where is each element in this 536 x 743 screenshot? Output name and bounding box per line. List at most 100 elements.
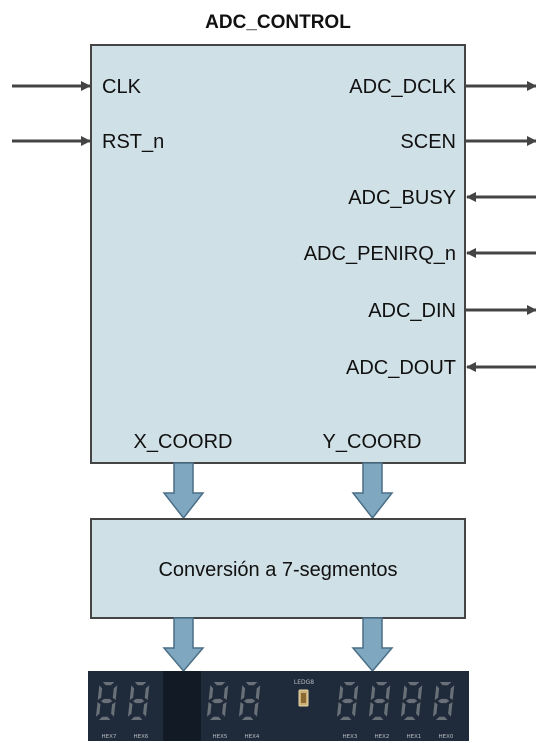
segment-d	[435, 716, 448, 720]
segment-a	[375, 682, 388, 686]
adc-dout-port: ADC_DOUT	[346, 357, 536, 379]
segment-b	[255, 685, 261, 700]
segment-b	[417, 685, 423, 700]
seven-segment-display-board: HEX7 HEX6 HEX5 HEX4 HEX3 HEX2 HEX1 HEX0 LEDG8	[88, 671, 469, 741]
segment-f	[338, 685, 344, 700]
seven-segment-digit	[432, 682, 455, 720]
seven-segment-digits: HEX7 HEX6 HEX5 HEX4 HEX3 HEX2 HEX1 HEX0	[95, 682, 455, 740]
adc-control-block	[90, 44, 466, 464]
seven-segment-digit	[238, 682, 261, 720]
seven-segment-digit	[206, 682, 229, 720]
segment-e	[238, 702, 244, 717]
x-coord-block-arrow	[162, 462, 205, 520]
segment-c	[222, 702, 227, 717]
digit-label: HEX2	[375, 734, 390, 740]
segment-b	[144, 685, 150, 700]
segment-g	[373, 698, 386, 704]
segment-e	[432, 702, 438, 717]
segment-c	[143, 702, 148, 717]
segment-e	[95, 702, 101, 717]
scen-port: SCEN	[400, 131, 536, 153]
segment-a	[439, 682, 452, 686]
segment-d	[241, 716, 254, 720]
ledg8-indicator: LEDG8	[294, 679, 314, 707]
segment-e	[206, 702, 212, 717]
digit-label: HEX7	[102, 734, 117, 740]
adc-penirq-n-port: ADC_PENIRQ_n	[304, 243, 536, 265]
clk-port: CLK	[12, 76, 142, 98]
segment-d	[98, 716, 111, 720]
scen-label: SCEN	[400, 131, 456, 153]
rst-n-label: RST_n	[102, 131, 164, 153]
digit-label: HEX6	[134, 734, 149, 740]
segment-d	[403, 716, 416, 720]
display-board-background	[88, 671, 469, 741]
segment-a	[213, 682, 226, 686]
adc-dclk-label: ADC_DCLK	[349, 76, 456, 98]
segment-g	[243, 698, 256, 704]
segment-e	[336, 702, 342, 717]
adc-penirq-n-label: ADC_PENIRQ_n	[304, 243, 456, 265]
segment-e	[127, 702, 133, 717]
segment-c	[448, 702, 453, 717]
segment-g	[341, 698, 354, 704]
y-coord-block-arrow	[351, 462, 394, 520]
diagram-title: ADC_CONTROL	[205, 12, 351, 33]
segment-f	[240, 685, 246, 700]
segment-c	[416, 702, 421, 717]
segment-e	[400, 702, 406, 717]
segment-f	[97, 685, 103, 700]
ledg8-label: LEDG8	[294, 679, 314, 686]
ledg8-led-inner	[301, 693, 306, 703]
seven-segment-digit	[400, 682, 423, 720]
segment-a	[245, 682, 258, 686]
segment-b	[385, 685, 391, 700]
segment-a	[407, 682, 420, 686]
adc-dout-label: ADC_DOUT	[346, 357, 456, 379]
x-display-block-arrow	[162, 617, 205, 673]
segment-f	[370, 685, 376, 700]
digit-label: HEX1	[407, 734, 422, 740]
rst-n-port: RST_n	[12, 131, 164, 153]
segment-b	[223, 685, 229, 700]
segment-e	[368, 702, 374, 717]
adc-dclk-port: ADC_DCLK	[349, 76, 536, 98]
segment-a	[102, 682, 115, 686]
segment-g	[437, 698, 450, 704]
segment-d	[339, 716, 352, 720]
segment-a	[343, 682, 356, 686]
adc-busy-port: ADC_BUSY	[348, 187, 536, 209]
segment-c	[254, 702, 259, 717]
seven-segment-digit	[336, 682, 359, 720]
segment-f	[402, 685, 408, 700]
digit-label: HEX5	[213, 734, 228, 740]
adc-busy-label: ADC_BUSY	[348, 187, 456, 209]
segment-b	[353, 685, 359, 700]
segment-g	[211, 698, 224, 704]
segment-f	[434, 685, 440, 700]
y-display-block-arrow	[351, 617, 394, 673]
segment-d	[371, 716, 384, 720]
adc-din-label: ADC_DIN	[368, 300, 456, 322]
x-coord-label: X_COORD	[134, 431, 233, 453]
segment-c	[384, 702, 389, 717]
segment-c	[111, 702, 116, 717]
segment-f	[129, 685, 135, 700]
digit-label: HEX0	[439, 734, 454, 740]
digit-label: HEX4	[245, 734, 260, 740]
segment-g	[405, 698, 418, 704]
converter-label: Conversión a 7-segmentos	[158, 559, 397, 581]
digit-label: HEX3	[343, 734, 358, 740]
y-coord-label: Y_COORD	[323, 431, 422, 453]
segment-a	[134, 682, 147, 686]
adc-din-port: ADC_DIN	[368, 300, 536, 322]
segment-f	[208, 685, 214, 700]
clk-label: CLK	[102, 76, 142, 98]
segment-d	[130, 716, 143, 720]
seven-segment-converter-block	[90, 518, 466, 619]
segment-b	[449, 685, 455, 700]
segment-g	[132, 698, 145, 704]
seven-segment-digit	[95, 682, 118, 720]
segment-d	[209, 716, 222, 720]
